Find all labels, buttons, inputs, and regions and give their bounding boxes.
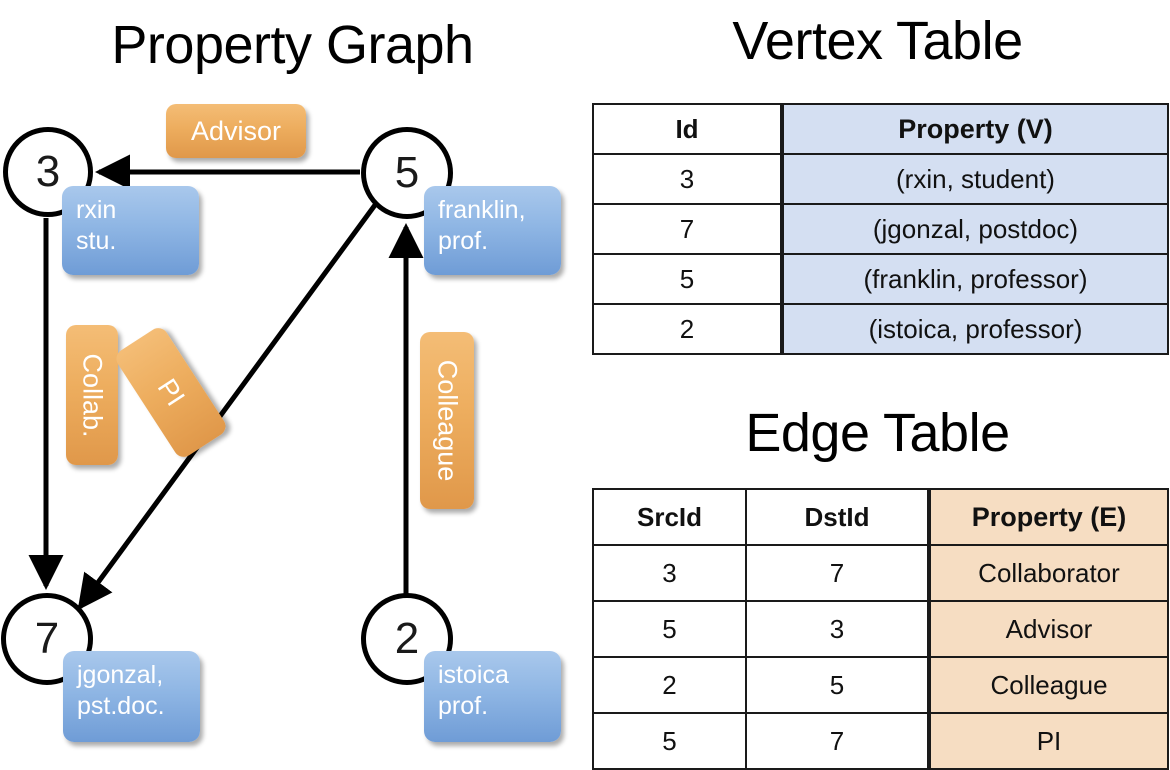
graph-node-7-property-line1: jgonzal,: [77, 661, 164, 689]
table-row[interactable]: 2 (istoica, professor): [592, 303, 1169, 355]
graph-node-7-property-box[interactable]: jgonzal, pst.doc.: [63, 651, 200, 742]
table-row[interactable]: 5 3 Advisor: [592, 600, 1169, 658]
graph-node-3-property-box[interactable]: rxin stu.: [62, 186, 199, 275]
edge-cell-property: Colleague: [927, 656, 1169, 714]
graph-node-7-property-line2: pst.doc.: [77, 691, 165, 720]
edge-cell-srcid: 5: [592, 600, 747, 658]
property-graph-panel: 3 5 7 2 rxin stu. franklin, prof. jgonza…: [0, 0, 585, 760]
edge-cell-srcid: 5: [592, 712, 747, 770]
graph-node-2[interactable]: 2: [361, 593, 453, 685]
edge-label-pi-text: PI: [151, 373, 191, 412]
edge-label-collab-text: Collab.: [77, 352, 108, 438]
edge-cell-dstid: 7: [745, 712, 930, 770]
vertex-cell-property: (jgonzal, postdoc): [780, 203, 1169, 255]
vertex-cell-id: 3: [592, 153, 783, 205]
edge-table-col-property: Property (E): [927, 488, 1169, 546]
vertex-table-col-property: Property (V): [780, 103, 1169, 155]
graph-node-5[interactable]: 5: [361, 127, 453, 219]
edge-table-col-dstid: DstId: [745, 488, 930, 546]
vertex-table: Id Property (V) 3 (rxin, student) 7 (jgo…: [592, 103, 1169, 355]
graph-node-5-property-box[interactable]: franklin, prof.: [424, 186, 561, 275]
graph-node-3-label: 3: [35, 147, 61, 196]
vertex-table-col-id: Id: [592, 103, 783, 155]
graph-node-5-property-line2: prof.: [438, 226, 489, 255]
page-title-edge-table: Edge Table: [745, 403, 1010, 463]
edge-cell-srcid: 2: [592, 656, 747, 714]
edge-cell-property: PI: [927, 712, 1169, 770]
graph-node-2-property-box[interactable]: istoica prof.: [424, 651, 561, 742]
vertex-cell-id: 2: [592, 303, 783, 355]
page-title-vertex-table: Vertex Table: [732, 11, 1023, 71]
vertex-cell-id: 7: [592, 203, 783, 255]
edge-cell-dstid: 7: [745, 544, 930, 602]
vertex-cell-property: (istoica, professor): [780, 303, 1169, 355]
graph-node-2-property-line2: prof.: [438, 691, 489, 720]
edge-table-header-row: SrcId DstId Property (E): [592, 488, 1169, 546]
table-row[interactable]: 5 7 PI: [592, 712, 1169, 770]
vertex-cell-id: 5: [592, 253, 783, 305]
edge-5-to-7: [77, 203, 378, 611]
vertex-table-header-row: Id Property (V): [592, 103, 1169, 155]
edge-label-advisor[interactable]: Advisor: [166, 104, 306, 158]
graph-node-3-property-line2: stu.: [76, 226, 117, 255]
edge-cell-property: Advisor: [927, 600, 1169, 658]
edge-cell-dstid: 5: [745, 656, 930, 714]
graph-edges-svg: [28, 154, 424, 611]
graph-node-5-label: 5: [394, 148, 420, 197]
edge-table: SrcId DstId Property (E) 3 7 Collaborato…: [592, 488, 1169, 770]
edge-label-collab[interactable]: Collab.: [66, 325, 118, 465]
edge-label-colleague[interactable]: Colleague: [420, 332, 474, 509]
edge-cell-dstid: 3: [745, 600, 930, 658]
page-title-property-graph: Property Graph: [111, 15, 474, 75]
table-row[interactable]: 5 (franklin, professor): [592, 253, 1169, 305]
edge-table-col-srcid: SrcId: [592, 488, 747, 546]
edge-label-advisor-text: Advisor: [190, 115, 282, 146]
table-row[interactable]: 3 7 Collaborator: [592, 544, 1169, 602]
graph-node-5-property-line1: franklin,: [438, 196, 526, 224]
graph-node-3-property-line1: rxin: [76, 196, 117, 224]
graph-node-2-property-line1: istoica: [438, 661, 509, 689]
graph-node-2-label: 2: [394, 614, 420, 663]
vertex-cell-property: (rxin, student): [780, 153, 1169, 205]
edge-cell-srcid: 3: [592, 544, 747, 602]
table-row[interactable]: 2 5 Colleague: [592, 656, 1169, 714]
table-row[interactable]: 3 (rxin, student): [592, 153, 1169, 205]
graph-node-7-label: 7: [34, 614, 60, 663]
edge-cell-property: Collaborator: [927, 544, 1169, 602]
edge-label-colleague-text: Colleague: [432, 359, 463, 482]
vertex-cell-property: (franklin, professor): [780, 253, 1169, 305]
table-row[interactable]: 7 (jgonzal, postdoc): [592, 203, 1169, 255]
